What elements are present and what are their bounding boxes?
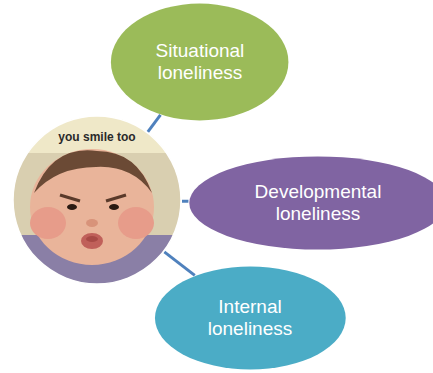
node-label: Internal loneliness (180, 296, 320, 340)
photo-circle: you smile too (12, 115, 182, 285)
connector-line (164, 252, 194, 275)
connector-line (182, 201, 188, 202)
topic-ellipse: Situational loneliness (110, 3, 289, 121)
photo-caption: you smile too (12, 131, 182, 144)
node-label: Situational loneliness (135, 40, 265, 84)
topic-ellipse: Developmental loneliness (188, 156, 433, 250)
node-label: Developmental loneliness (223, 181, 413, 225)
connector-line (148, 115, 161, 132)
topic-ellipse: Internal loneliness (154, 266, 347, 370)
